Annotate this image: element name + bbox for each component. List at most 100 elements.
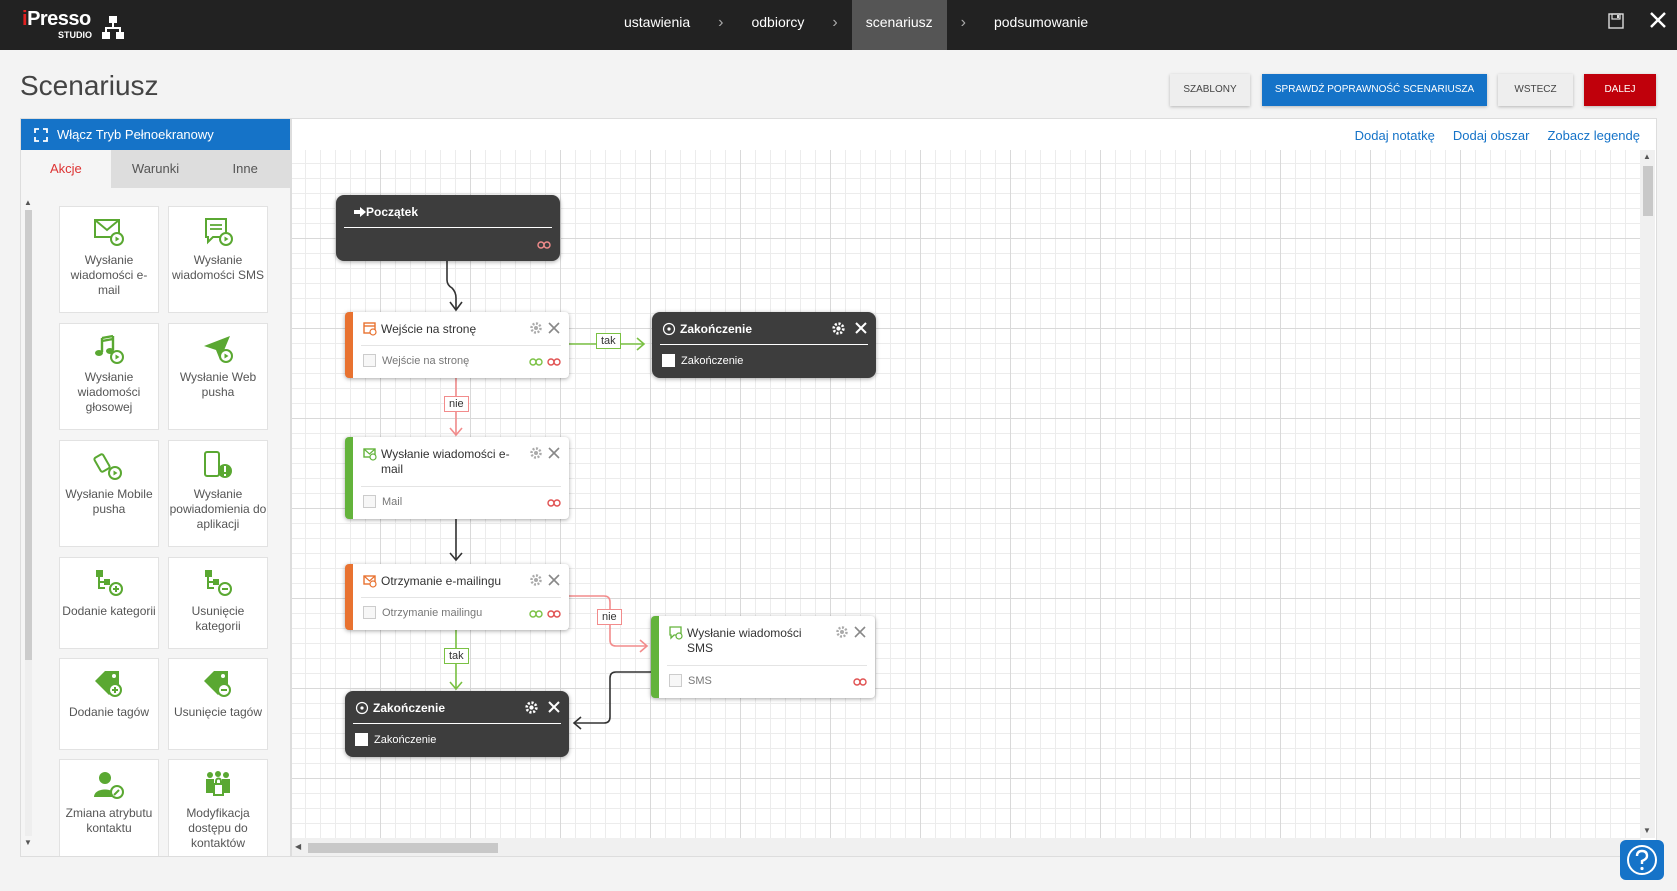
tile-label: Zmiana atrybutu kontaktu [65, 806, 153, 835]
node-links [529, 610, 561, 618]
tile-send-email[interactable]: Wysłanie wiadomości e-mail [59, 206, 159, 313]
show-legend-link[interactable]: Zobacz legendę [1547, 128, 1640, 143]
close-icon[interactable] [548, 322, 560, 334]
scroll-down-icon[interactable]: ▼ [1643, 826, 1651, 835]
link-yes-icon[interactable] [529, 358, 543, 366]
add-category-icon [96, 570, 123, 596]
tile-send-web-push[interactable]: Wysłanie Web pusha [168, 323, 268, 430]
node-email-received[interactable]: Otrzymanie e-mailingu Otrzymanie mailing… [345, 564, 569, 630]
tile-modify-contact-access[interactable]: Modyfikacja dostępu do kontaktów [168, 759, 268, 856]
add-area-link[interactable]: Dodaj obszar [1452, 128, 1530, 143]
gear-icon[interactable] [524, 700, 539, 715]
add-tag-icon [95, 671, 122, 697]
email-icon [363, 448, 377, 461]
scenario-canvas-wrap: Dodaj notatkę Dodaj obszar Zobacz legend… [291, 118, 1657, 857]
tile-send-mobile-push[interactable]: Wysłanie Mobile pusha [59, 440, 159, 547]
back-button[interactable]: WSTECZ [1498, 74, 1573, 106]
node-checkbox[interactable] [363, 606, 376, 619]
step-scenariusz[interactable]: scenariusz [851, 0, 947, 50]
scroll-left-icon[interactable]: ◀ [295, 842, 302, 851]
gear-icon[interactable] [529, 446, 543, 460]
close-icon[interactable] [854, 626, 866, 638]
canvas-vertical-scrollbar[interactable]: ▲ ▼ [1640, 150, 1655, 838]
email-icon [94, 219, 124, 246]
gear-icon[interactable] [529, 573, 543, 587]
add-note-link[interactable]: Dodaj notatkę [1354, 128, 1435, 143]
tile-label: Wysłanie Mobile pusha [65, 487, 153, 516]
tile-send-app-notification[interactable]: Wysłanie powiadomienia do aplikacji [168, 440, 268, 547]
node-title: Zakończenie [373, 701, 446, 715]
link-icon[interactable] [537, 241, 551, 249]
node-checkbox[interactable] [363, 495, 376, 508]
next-button[interactable]: DALEJ [1584, 74, 1656, 106]
scroll-down-icon[interactable]: ▼ [24, 838, 32, 847]
tab-warunki[interactable]: Warunki [110, 150, 201, 188]
scenario-canvas[interactable]: tak nie tak nie Początek Wejście na stro… [292, 150, 1641, 838]
validate-scenario-button[interactable]: SPRAWDŹ POPRAWNOŚĆ SCENARIUSZA [1262, 74, 1487, 106]
tile-label: Modyfikacja dostępu do kontaktów [186, 806, 250, 850]
scroll-up-icon[interactable]: ▲ [1643, 152, 1651, 161]
link-icon[interactable] [547, 499, 561, 507]
link-no-icon[interactable] [547, 358, 561, 366]
step-ustawienia[interactable]: ustawienia [624, 14, 691, 30]
close-icon[interactable] [548, 701, 560, 713]
gear-icon[interactable] [835, 625, 849, 639]
ipresso-logo[interactable]: iPresso STUDIO [22, 8, 124, 40]
logo-text: iPresso [22, 8, 91, 30]
tile-change-contact-attribute[interactable]: Zmiana atrybutu kontaktu [59, 759, 159, 856]
close-icon[interactable] [548, 447, 560, 459]
step-podsumowanie[interactable]: podsumowanie [993, 14, 1089, 30]
chevron-right-icon: › [960, 14, 966, 31]
close-icon[interactable] [1648, 10, 1668, 30]
node-checkbox[interactable] [669, 674, 682, 687]
tile-send-sms[interactable]: Wysłanie wiadomości SMS [168, 206, 268, 313]
tile-remove-tags[interactable]: Usunięcie tagów [168, 658, 268, 750]
step-odbiorcy[interactable]: odbiorcy [751, 14, 805, 30]
node-end[interactable]: Zakończenie Zakończenie [345, 691, 569, 757]
gear-icon[interactable] [831, 321, 846, 336]
node-page-visit[interactable]: Wejście na stronę Wejście na stronę [345, 312, 569, 378]
node-end[interactable]: Zakończenie Zakończenie [652, 312, 876, 378]
gear-icon[interactable] [529, 321, 543, 335]
link-no-icon[interactable] [547, 610, 561, 618]
fullscreen-toggle[interactable]: Włącz Tryb Pełnoekranowy [21, 119, 290, 150]
node-checkbox[interactable] [355, 733, 368, 746]
node-checkbox[interactable] [662, 354, 675, 367]
tile-label: Wysłanie Web pusha [179, 370, 257, 399]
mobile-push-icon [93, 453, 122, 480]
templates-button[interactable]: SZABLONY [1170, 74, 1250, 106]
top-bar: iPresso STUDIO ustawienia › odbiorcy › s… [0, 0, 1677, 50]
tab-inne[interactable]: Inne [200, 150, 291, 188]
panel-scrollbar[interactable]: ▲ ▼ [23, 198, 34, 848]
chevron-right-icon: › [832, 14, 838, 31]
web-push-icon [204, 336, 233, 363]
link-icon[interactable] [853, 678, 867, 686]
email-received-icon [363, 575, 377, 588]
edge-label-no: nie [444, 396, 469, 412]
tile-add-category[interactable]: Dodanie kategorii [59, 557, 159, 649]
tile-send-voice[interactable]: Wysłanie wiadomości głosowej [59, 323, 159, 430]
node-subitem-label: Zakończenie [681, 354, 744, 367]
link-yes-icon[interactable] [529, 610, 543, 618]
node-subitem-label: Otrzymanie mailingu [382, 606, 483, 619]
node-subitem: Zakończenie [662, 354, 743, 367]
node-send-sms[interactable]: Wysłanie wiadomości SMS SMS [651, 616, 875, 698]
tile-add-tags[interactable]: Dodanie tagów [59, 658, 159, 750]
node-title: Wysłanie wiadomości SMS [687, 626, 802, 655]
remove-tag-icon [204, 671, 231, 697]
canvas-horizontal-scrollbar[interactable]: ◀ [292, 838, 1641, 856]
node-send-email[interactable]: Wysłanie wiadomości e-mail Mail [345, 437, 569, 519]
close-icon[interactable] [855, 322, 867, 334]
canvas-toolbar: Dodaj notatkę Dodaj obszar Zobacz legend… [1355, 128, 1640, 143]
tab-akcje[interactable]: Akcje [21, 150, 111, 188]
close-icon[interactable] [548, 574, 560, 586]
save-icon[interactable] [1608, 13, 1624, 29]
scroll-up-icon[interactable]: ▲ [24, 198, 32, 207]
help-button[interactable] [1620, 840, 1664, 880]
node-subitem: Otrzymanie mailingu [363, 606, 482, 619]
node-checkbox[interactable] [363, 354, 376, 367]
node-subitem-label: SMS [688, 674, 712, 687]
node-start[interactable]: Początek [336, 195, 560, 261]
contact-attribute-icon [94, 772, 124, 799]
tile-remove-category[interactable]: Usunięcie kategorii [168, 557, 268, 649]
